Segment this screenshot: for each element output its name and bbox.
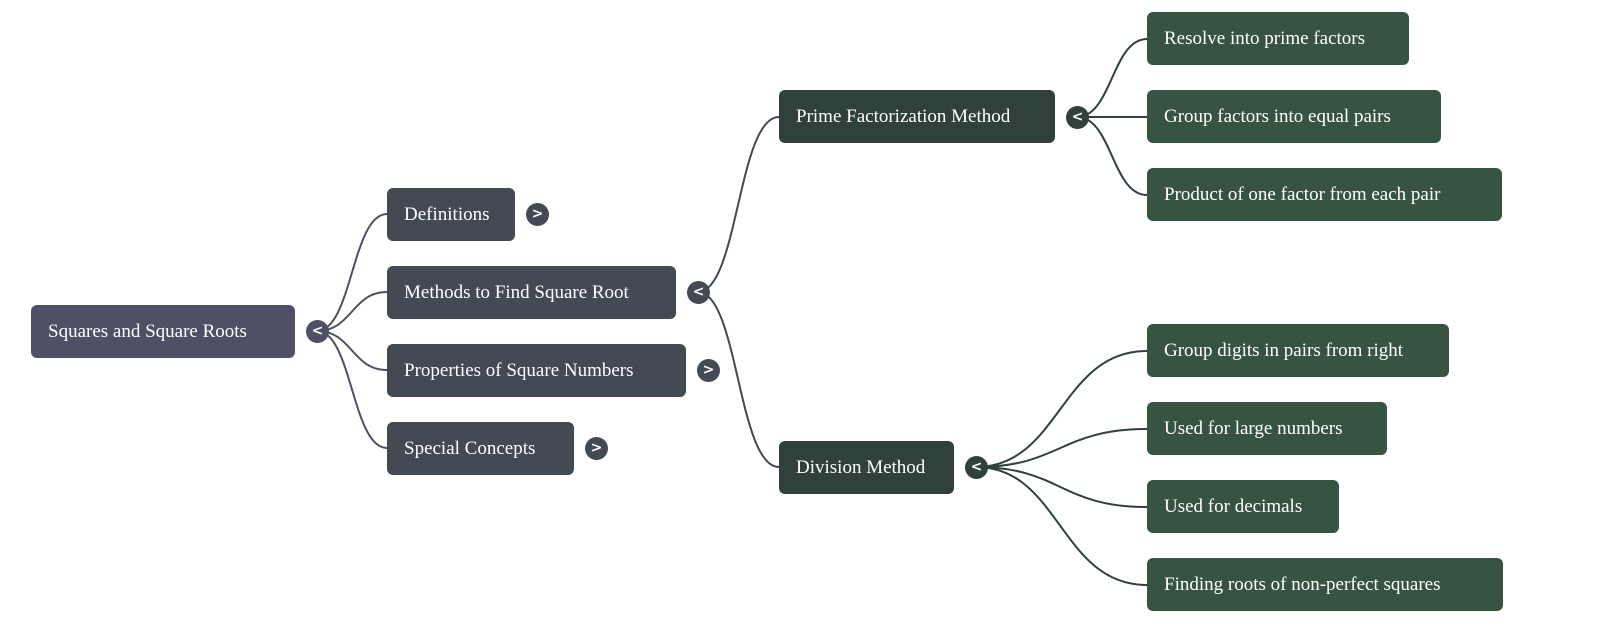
edge-division-digits — [975, 350, 1148, 468]
edge-division-nonperfect — [975, 466, 1148, 586]
node-label: Used for large numbers — [1164, 418, 1343, 439]
node-label: Group factors into equal pairs — [1164, 106, 1391, 127]
node-prime-factorization-method[interactable]: Prime Factorization Method — [779, 90, 1055, 143]
node-resolve-into-prime-factors[interactable]: Resolve into prime factors — [1147, 12, 1409, 65]
node-label: Properties of Square Numbers — [404, 360, 634, 381]
edge-root-definitions — [316, 213, 388, 332]
node-label: Prime Factorization Method — [796, 106, 1011, 127]
node-group-factors-into-equal-pairs[interactable]: Group factors into equal pairs — [1147, 90, 1441, 143]
node-product-of-one-factor[interactable]: Product of one factor from each pair — [1147, 168, 1502, 221]
collapse-toggle-icon[interactable]: < — [306, 320, 329, 343]
node-label: Product of one factor from each pair — [1164, 184, 1441, 205]
node-label: Definitions — [404, 204, 490, 225]
collapse-toggle-icon[interactable]: < — [1066, 106, 1089, 129]
edge-methods-prime — [697, 116, 780, 293]
node-special-concepts[interactable]: Special Concepts — [387, 422, 574, 475]
node-used-for-decimals[interactable]: Used for decimals — [1147, 480, 1339, 533]
edge-root-special — [316, 330, 388, 449]
node-label: Used for decimals — [1164, 496, 1303, 517]
expand-toggle-icon[interactable]: > — [526, 203, 549, 226]
root-node[interactable]: Squares and Square Roots — [31, 305, 295, 358]
edge-methods-division — [697, 291, 780, 468]
node-label: Methods to Find Square Root — [404, 282, 629, 303]
expand-toggle-icon[interactable]: > — [697, 359, 720, 382]
edge-prime-resolve — [1076, 38, 1148, 118]
node-division-method[interactable]: Division Method — [779, 441, 954, 494]
expand-toggle-icon[interactable]: > — [585, 437, 608, 460]
node-finding-roots-non-perfect-squares[interactable]: Finding roots of non-perfect squares — [1147, 558, 1503, 611]
root-label: Squares and Square Roots — [48, 321, 247, 342]
collapse-toggle-icon[interactable]: < — [965, 456, 988, 479]
node-used-for-large-numbers[interactable]: Used for large numbers — [1147, 402, 1387, 455]
node-properties-of-square-numbers[interactable]: Properties of Square Numbers — [387, 344, 686, 397]
edge-division-decimals — [975, 466, 1148, 508]
node-label: Division Method — [796, 457, 926, 478]
edge-division-large — [975, 428, 1148, 468]
node-methods-to-find-square-root[interactable]: Methods to Find Square Root — [387, 266, 676, 319]
node-label: Resolve into prime factors — [1164, 28, 1366, 49]
collapse-toggle-icon[interactable]: < — [687, 281, 710, 304]
node-label: Special Concepts — [404, 438, 536, 459]
node-label: Group digits in pairs from right — [1164, 340, 1404, 361]
edge-prime-product — [1076, 116, 1148, 196]
node-label: Finding roots of non-perfect squares — [1164, 574, 1441, 595]
node-definitions[interactable]: Definitions — [387, 188, 515, 241]
node-group-digits-in-pairs[interactable]: Group digits in pairs from right — [1147, 324, 1449, 377]
